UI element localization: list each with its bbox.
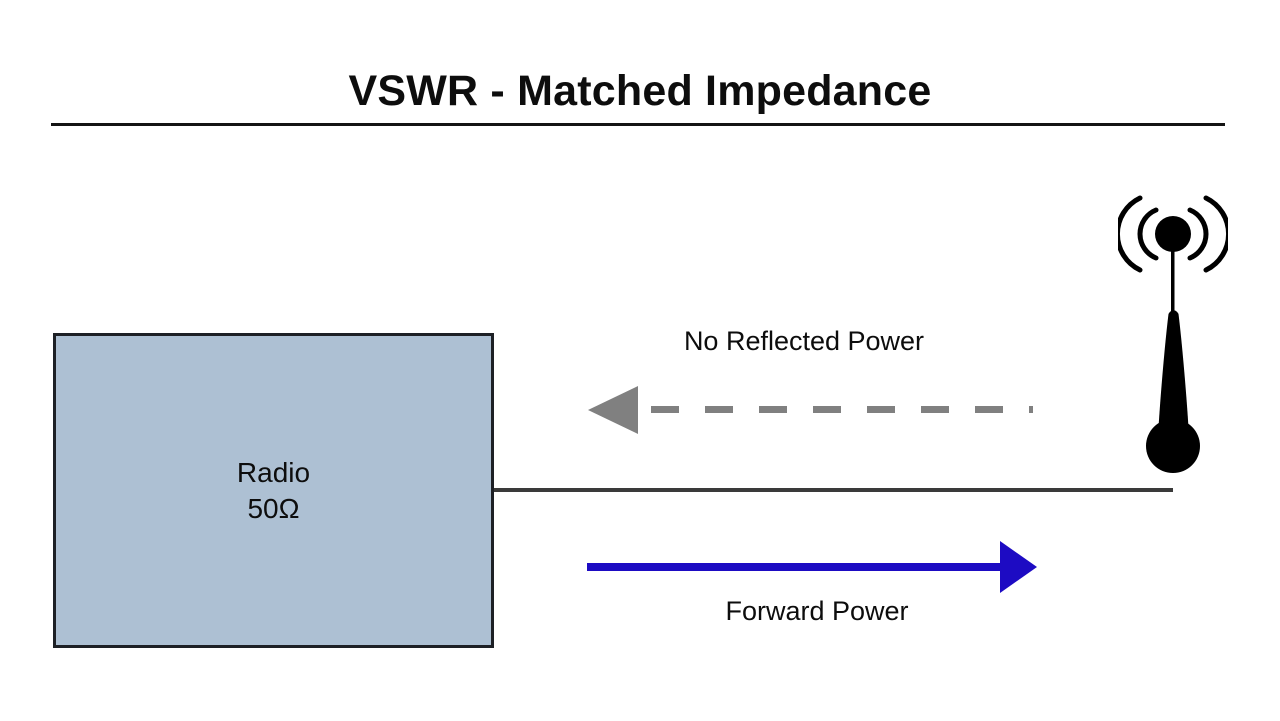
forward-power-line <box>587 563 1005 571</box>
radio-impedance: 50Ω <box>247 493 300 524</box>
title-divider <box>51 123 1225 126</box>
broadcast-antenna-icon <box>1118 192 1228 482</box>
forward-power-label: Forward Power <box>725 596 909 626</box>
antenna-graphic <box>1118 195 1228 473</box>
radio-block <box>53 333 494 648</box>
forward-power-arrowhead-icon <box>1000 541 1037 593</box>
transmission-line <box>494 488 1173 492</box>
reflected-power-arrowhead-icon <box>588 386 638 434</box>
radio-block-label: Radio 50Ω <box>53 455 494 527</box>
reflected-power-label: No Reflected Power <box>683 326 925 356</box>
radio-name: Radio <box>236 457 311 488</box>
reflected-power-dashed-line <box>651 406 1033 413</box>
page-title: VSWR - Matched Impedance <box>348 67 932 115</box>
